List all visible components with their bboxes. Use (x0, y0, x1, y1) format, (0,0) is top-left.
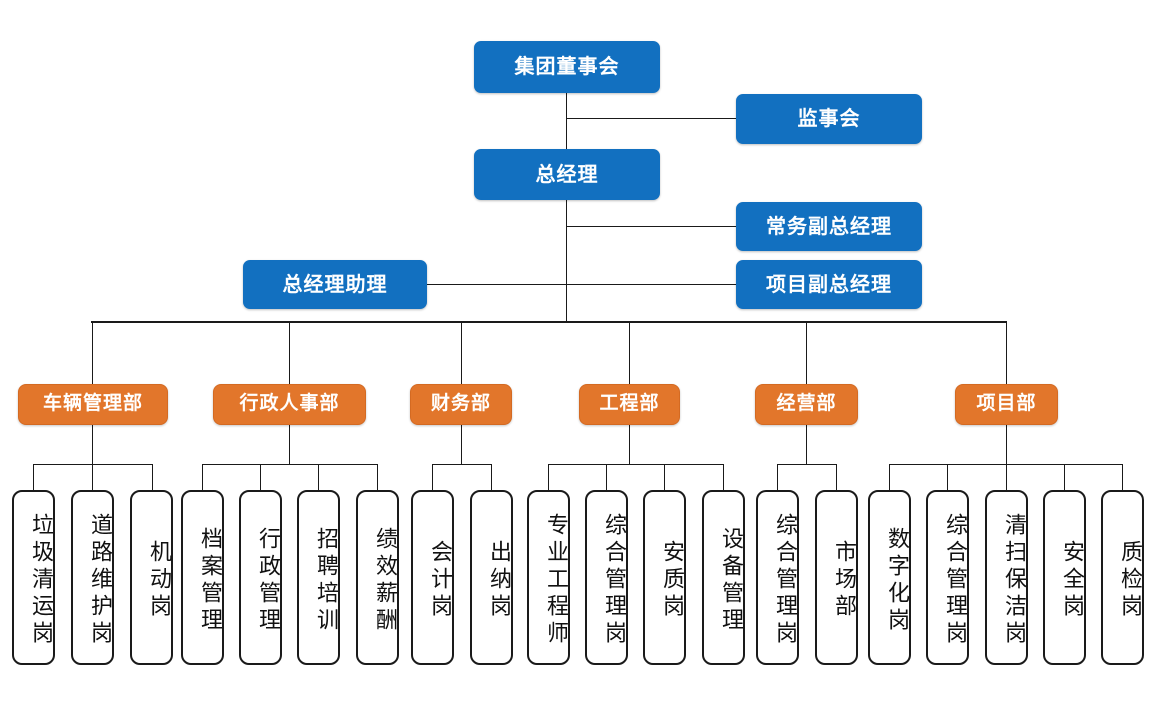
position-box-safety[interactable]: 安全岗 (1043, 490, 1086, 665)
connector-dept-0-stem (92, 424, 93, 464)
node-project-vice-general-manager[interactable]: 项目副总经理 (736, 260, 922, 309)
position-box-administrative-management[interactable]: 行政管理 (239, 490, 282, 665)
connector-dept-4-drop-1 (836, 464, 837, 490)
connector-dept-4-bar (777, 464, 836, 465)
position-box-operations-general-management[interactable]: 综合管理岗 (756, 490, 799, 665)
position-box-quality-inspection[interactable]: 质检岗 (1101, 490, 1144, 665)
connector-dept-2-bar (432, 464, 491, 465)
position-box-cashier[interactable]: 出纳岗 (470, 490, 513, 665)
connector-dept-5-drop-1 (947, 464, 948, 490)
node-general-manager-assistant[interactable]: 总经理助理 (243, 260, 427, 309)
connector-dept-3-drop-0 (548, 464, 549, 490)
position-box-safety-quality[interactable]: 安质岗 (643, 490, 686, 665)
connector-gm-to-project-vp (566, 284, 737, 285)
connector-dept-1-drop-1 (260, 464, 261, 490)
position-box-digitalization[interactable]: 数字化岗 (868, 490, 911, 665)
connector-dept-1-bar (202, 464, 377, 465)
position-box-professional-engineer[interactable]: 专业工程师 (527, 490, 570, 665)
connector-dept-3-drop-1 (606, 464, 607, 490)
connector-dept-0-drop-0 (33, 464, 34, 490)
department-bus-line (91, 321, 1007, 323)
position-box-performance-compensation[interactable]: 绩效薪酬 (356, 490, 399, 665)
connector-bus-to-dept-5 (1006, 321, 1007, 384)
connector-gm-to-assistant (426, 284, 567, 285)
connector-dept-5-bar (889, 464, 1122, 465)
connector-gm-trunk (566, 199, 567, 322)
position-box-equipment-management[interactable]: 设备管理 (702, 490, 745, 665)
node-general-manager[interactable]: 总经理 (474, 149, 660, 200)
position-box-recruitment-training[interactable]: 招聘培训 (297, 490, 340, 665)
position-box-engineering-general-management[interactable]: 综合管理岗 (585, 490, 628, 665)
connector-dept-1-drop-0 (202, 464, 203, 490)
position-box-archive-management[interactable]: 档案管理 (181, 490, 224, 665)
position-box-road-maintenance[interactable]: 道路维护岗 (71, 490, 114, 665)
position-box-cleaning-sanitation[interactable]: 清扫保洁岗 (985, 490, 1028, 665)
node-board[interactable]: 集团董事会 (474, 41, 660, 93)
connector-dept-3-drop-2 (664, 464, 665, 490)
node-supervisory-board[interactable]: 监事会 (736, 94, 922, 144)
connector-dept-2-drop-1 (491, 464, 492, 490)
connector-dept-3-drop-3 (723, 464, 724, 490)
connector-dept-4-stem (806, 424, 807, 464)
connector-dept-3-stem (629, 424, 630, 464)
position-box-accounting[interactable]: 会计岗 (411, 490, 454, 665)
connector-dept-5-drop-3 (1064, 464, 1065, 490)
connector-dept-5-stem (1006, 424, 1007, 464)
node-executive-vice-general-manager[interactable]: 常务副总经理 (736, 202, 922, 251)
connector-bus-to-dept-1 (289, 321, 290, 384)
connector-bus-to-dept-2 (461, 321, 462, 384)
connector-bus-to-dept-3 (629, 321, 630, 384)
position-box-waste-transport[interactable]: 垃圾清运岗 (12, 490, 55, 665)
connector-dept-2-drop-0 (432, 464, 433, 490)
connector-dept-3-bar (548, 464, 723, 465)
connector-dept-4-drop-0 (777, 464, 778, 490)
dept-box-project[interactable]: 项目部 (955, 384, 1058, 425)
dept-box-engineering[interactable]: 工程部 (579, 384, 680, 425)
connector-dept-5-drop-0 (889, 464, 890, 490)
connector-dept-0-drop-1 (92, 464, 93, 490)
dept-box-admin-hr[interactable]: 行政人事部 (213, 384, 366, 425)
connector-bus-to-dept-0 (92, 321, 93, 384)
connector-bus-to-dept-4 (806, 321, 807, 384)
connector-gm-to-supervisory (566, 118, 737, 119)
position-box-mobile-duty[interactable]: 机动岗 (130, 490, 173, 665)
connector-dept-2-stem (461, 424, 462, 464)
connector-dept-5-drop-4 (1122, 464, 1123, 490)
connector-gm-to-executive-vp (566, 226, 737, 227)
connector-board-to-gm (566, 92, 567, 150)
dept-box-operations[interactable]: 经营部 (755, 384, 858, 425)
position-box-project-general-management[interactable]: 综合管理岗 (926, 490, 969, 665)
position-box-marketing[interactable]: 市场部 (815, 490, 858, 665)
dept-box-finance[interactable]: 财务部 (410, 384, 512, 425)
connector-dept-1-stem (289, 424, 290, 464)
dept-box-vehicle-management[interactable]: 车辆管理部 (18, 384, 168, 425)
connector-dept-5-drop-2 (1006, 464, 1007, 490)
connector-dept-0-drop-2 (152, 464, 153, 490)
connector-dept-1-drop-3 (377, 464, 378, 490)
connector-dept-1-drop-2 (318, 464, 319, 490)
